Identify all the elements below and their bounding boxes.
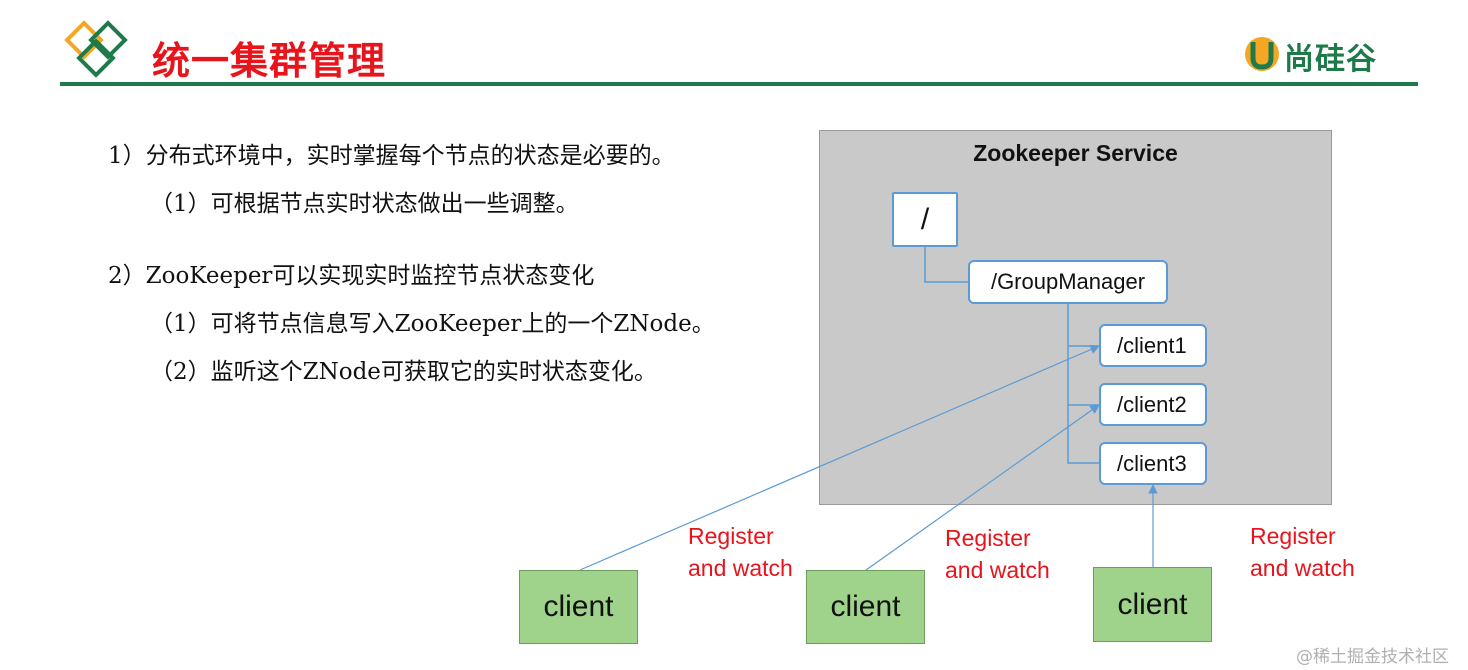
znode-group-manager: /GroupManager <box>968 260 1168 304</box>
client-box-3: client <box>1093 567 1212 642</box>
bullet-2-sub-1: （1）可将节点信息写入ZooKeeper上的一个ZNode。 <box>150 311 715 337</box>
register-label-1: Register and watch <box>688 523 793 581</box>
register-label-2: Register and watch <box>945 525 1050 583</box>
znode-client3: /client3 <box>1099 442 1207 485</box>
header-divider <box>60 82 1418 86</box>
bullet-1-sub-1: （1）可根据节点实时状态做出一些调整。 <box>150 191 579 217</box>
arrow-client2 <box>865 404 1100 571</box>
bullet-2-sub-2: （2）监听这个ZNode可获取它的实时状态变化。 <box>150 359 657 385</box>
register-label-3: Register and watch <box>1250 523 1355 581</box>
service-title: Zookeeper Service <box>973 140 1178 166</box>
znode-client1: /client1 <box>1099 324 1207 367</box>
client-box-1: client <box>519 570 638 644</box>
client-box-2: client <box>806 570 925 644</box>
brand-logo-icon <box>1245 37 1279 71</box>
bullet-2: 2）ZooKeeper可以实现实时监控节点状态变化 <box>108 263 595 289</box>
brand-name: 尚硅谷 <box>1284 42 1377 77</box>
znode-root: / <box>892 192 958 247</box>
znode-client2: /client2 <box>1099 383 1207 426</box>
bullet-1: 1）分布式环境中，实时掌握每个节点的状态是必要的。 <box>108 143 675 169</box>
page-title: 统一集群管理 <box>152 39 387 83</box>
logo-icon <box>64 20 128 78</box>
arrow-client1 <box>579 345 1100 571</box>
watermark: @稀土掘金技术社区 <box>1296 647 1449 667</box>
